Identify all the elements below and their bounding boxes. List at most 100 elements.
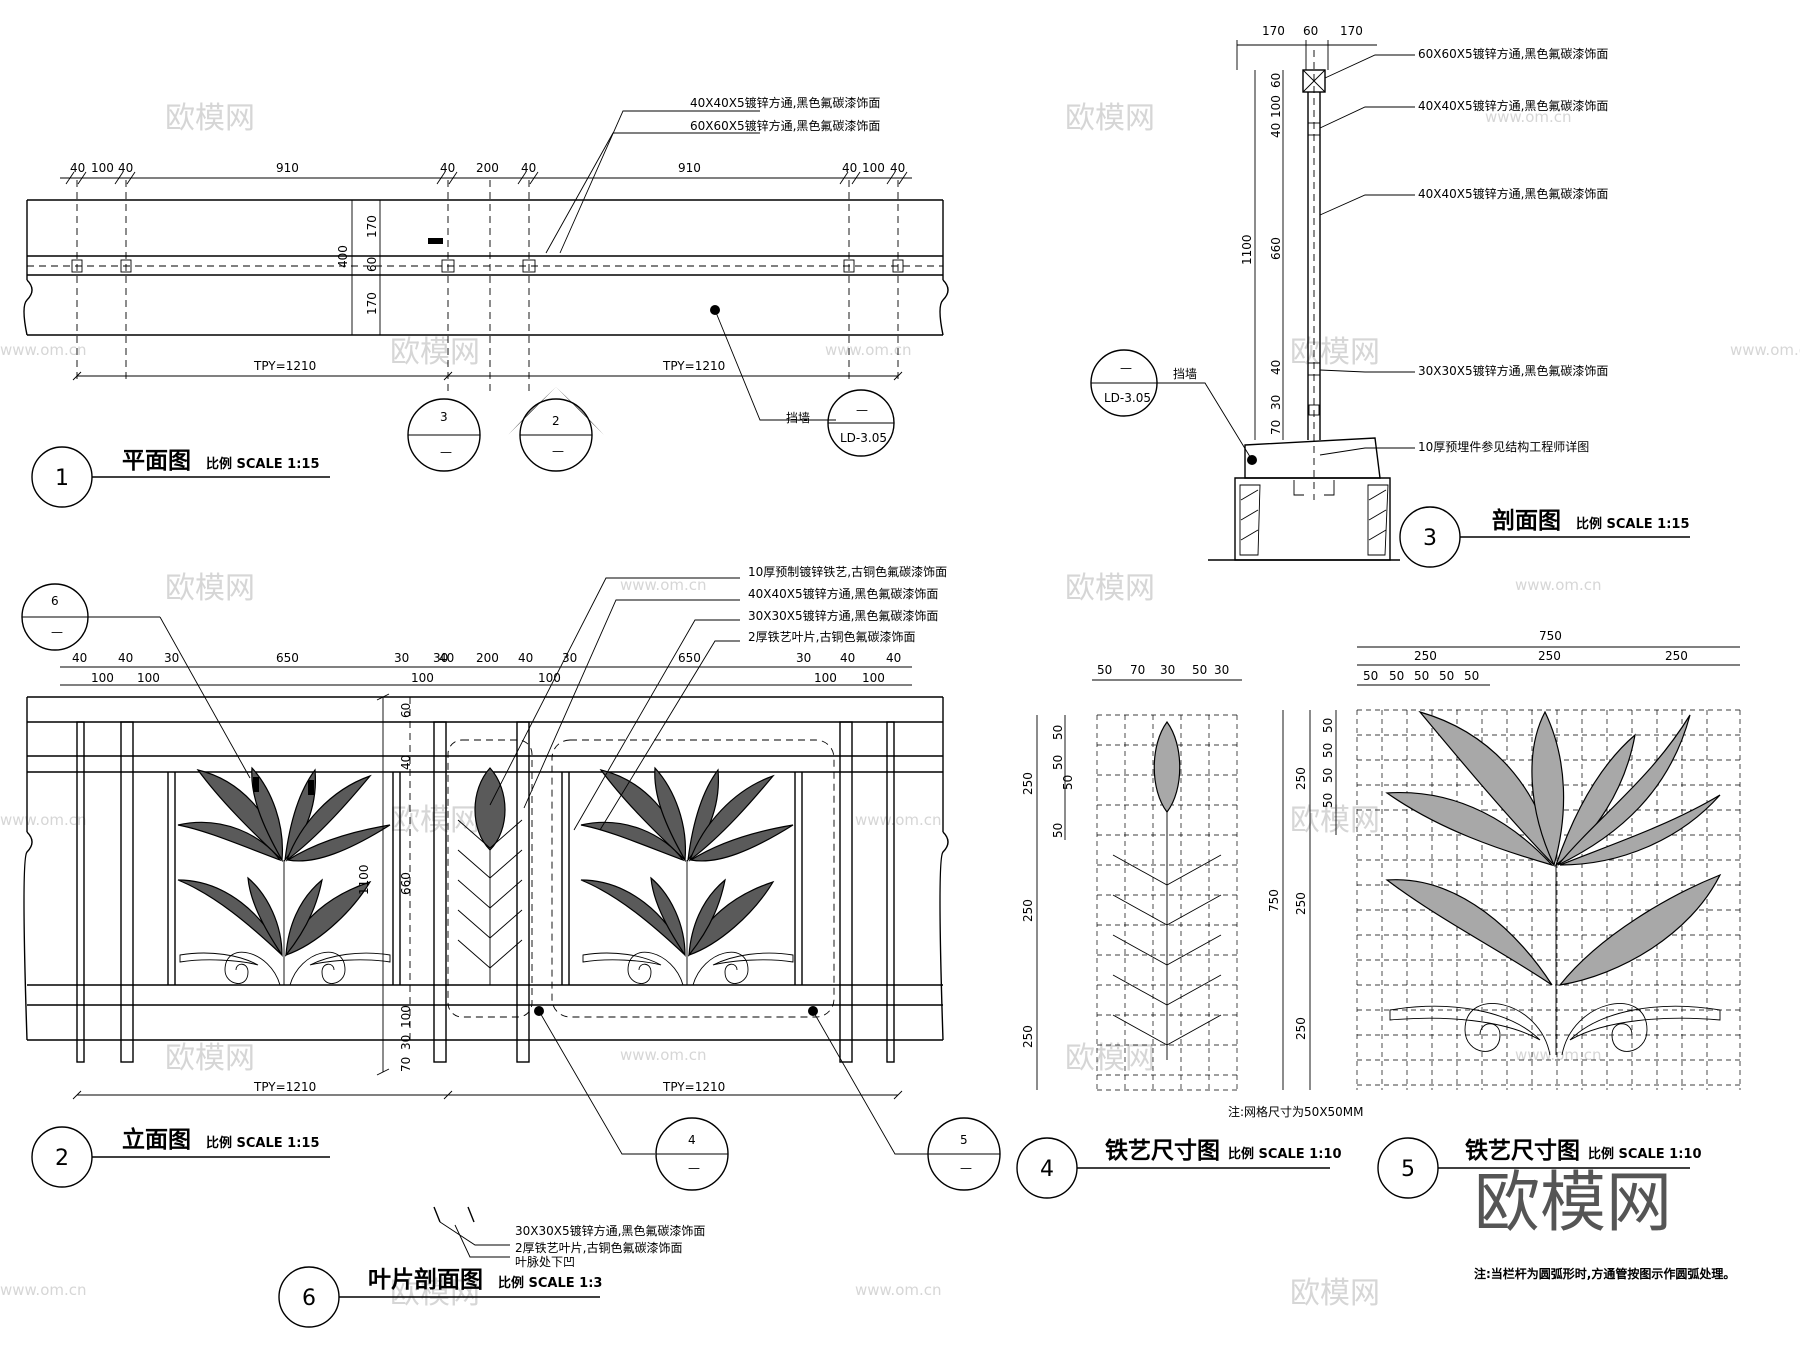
watermark-url: www.om.cn xyxy=(1485,108,1572,126)
dim-label: 40 xyxy=(399,755,413,770)
dim-label: 50 xyxy=(1389,669,1404,683)
view-number: 3 xyxy=(1423,526,1437,551)
dim-label: 750 xyxy=(1539,629,1562,643)
dim-label: 50 xyxy=(1051,725,1065,740)
svg-text:—: — xyxy=(1120,361,1132,375)
view-number: 2 xyxy=(55,1146,69,1171)
dim-label: 50 xyxy=(1321,743,1335,758)
watermark-url: www.om.cn xyxy=(0,341,87,359)
dim-label: 250 xyxy=(1538,649,1561,663)
view-scale: 比例 SCALE 1:10 xyxy=(1588,1146,1702,1162)
dim-label: 50 xyxy=(1061,775,1075,790)
material-note: 60X60X5镀锌方通,黑色氟碳漆饰面 xyxy=(1418,46,1608,61)
dim-label: 40 xyxy=(1269,360,1283,375)
watermark-text: 欧模网 xyxy=(1065,101,1155,136)
dim-label: 1100 xyxy=(1240,234,1254,265)
view-scale: 比例 SCALE 1:15 xyxy=(206,1135,320,1151)
watermark-url: www.om.cn xyxy=(1515,576,1602,594)
watermark-url: www.om.cn xyxy=(0,811,87,829)
dim-label: 170 xyxy=(365,215,379,238)
dim-label: 660 xyxy=(1269,237,1283,260)
dim-label: 660 xyxy=(399,872,413,895)
watermark-text: 欧模网 xyxy=(390,1276,480,1311)
dim-label: 40 xyxy=(886,651,901,665)
leaf-section-view: 30X30X5镀锌方通,黑色氟碳漆饰面 2厚铁艺叶片,古铜色氟碳漆饰面 叶脉处下… xyxy=(278,1206,705,1328)
watermark-url: www.om.cn xyxy=(1730,341,1800,359)
svg-text:2: 2 xyxy=(552,414,560,428)
ironwork-dim-small: 50 70 30 50 30 50 50 50 50 250 250 250 注… xyxy=(1016,663,1364,1199)
dim-label: TPY=1210 xyxy=(662,359,725,373)
dim-label: TPY=1210 xyxy=(253,359,316,373)
section-mark-3: 3 — xyxy=(396,387,481,485)
material-note: 2厚铁艺叶片,古铜色氟碳漆饰面 xyxy=(515,1240,682,1255)
dim-label: 40 xyxy=(118,651,133,665)
dim-label: 100 xyxy=(91,671,114,685)
dim-label: 30 xyxy=(796,651,811,665)
material-note: 30X30X5镀锌方通,黑色氟碳漆饰面 xyxy=(515,1223,705,1238)
watermark-text: 欧模网 xyxy=(1065,571,1155,606)
svg-text:—: — xyxy=(688,1161,700,1175)
svg-text:LD-3.05: LD-3.05 xyxy=(1104,391,1151,405)
dim-label: 50 xyxy=(1051,823,1065,838)
dim-label: 250 xyxy=(1414,649,1437,663)
view-number: 6 xyxy=(302,1286,316,1311)
watermark-text: 欧模网 xyxy=(1290,1276,1380,1311)
dim-label: 50 xyxy=(1097,663,1112,677)
dim-label: 70 xyxy=(1269,420,1283,435)
dim-label: 40 xyxy=(72,651,87,665)
dim-label: 60 xyxy=(399,703,413,718)
section-view: 170 60 170 1100 60 xyxy=(1090,24,1690,568)
dim-label: 1100 xyxy=(357,864,371,895)
dim-label: 40 xyxy=(1269,123,1283,138)
dim-label: 40 xyxy=(842,161,857,175)
dim-label: 910 xyxy=(678,161,701,175)
material-note: 60X60X5镀锌方通,黑色氟碳漆饰面 xyxy=(690,118,880,133)
svg-text:5: 5 xyxy=(960,1133,968,1147)
svg-text:3: 3 xyxy=(440,410,448,424)
view-number: 4 xyxy=(1040,1157,1054,1182)
dim-label: 40 xyxy=(440,161,455,175)
dim-label: 40 xyxy=(118,161,133,175)
view-scale: 比例 SCALE 1:10 xyxy=(1228,1146,1342,1162)
plan-posts xyxy=(71,238,904,273)
view-number: 5 xyxy=(1401,1157,1415,1182)
view-title: 剖面图 xyxy=(1492,507,1561,534)
large-leaf-motif xyxy=(1385,710,1722,1056)
dim-label: 40 xyxy=(518,651,533,665)
dim-label: 30 xyxy=(433,651,448,665)
ironwork-dim-large: 750 250 250 250 50 50 50 50 50 750 50 50… xyxy=(1267,629,1741,1199)
dim-label: 250 xyxy=(1294,1017,1308,1040)
view-title: 铁艺尺寸图 xyxy=(1465,1138,1580,1164)
svg-text:—: — xyxy=(552,444,564,458)
dim-label: 30 xyxy=(562,651,577,665)
watermark-url: www.om.cn xyxy=(825,341,912,359)
watermark-text: 欧模网 xyxy=(390,335,480,370)
dim-label: 250 xyxy=(1021,772,1035,795)
svg-text:—: — xyxy=(440,445,452,459)
dim-label: 50 xyxy=(1051,755,1065,770)
dim-label: 650 xyxy=(276,651,299,665)
dim-label: 60 xyxy=(365,257,379,272)
watermark-text: 欧模网 xyxy=(165,571,255,606)
dim-label: 200 xyxy=(476,161,499,175)
dim-label: 250 xyxy=(1294,767,1308,790)
dim-label: 100 xyxy=(91,161,114,175)
watermark-text: 欧模网 xyxy=(1065,1041,1155,1076)
dim-label: 170 xyxy=(1340,24,1363,38)
corner-watermark: 欧模网 xyxy=(1474,1164,1672,1241)
dim-label: TPY=1210 xyxy=(253,1080,316,1094)
dim-label: 30 xyxy=(394,651,409,665)
dim-label: 250 xyxy=(1665,649,1688,663)
watermark-text: 欧模网 xyxy=(390,803,480,838)
grid-note: 注:网格尺寸为50X50MM xyxy=(1228,1104,1364,1119)
dim-label: 100 xyxy=(1269,95,1283,118)
svg-text:6: 6 xyxy=(51,594,59,608)
callout-label: 挡墙 xyxy=(1173,367,1197,381)
material-note: 30X30X5镀锌方通,黑色氟碳漆饰面 xyxy=(1418,363,1608,378)
dim-label: 200 xyxy=(476,651,499,665)
dim-label: 100 xyxy=(862,161,885,175)
dim-label: 70 xyxy=(1130,663,1145,677)
dim-label: 50 xyxy=(1464,669,1479,683)
center-leaf xyxy=(457,767,523,985)
leaf-panel-left xyxy=(177,766,391,986)
